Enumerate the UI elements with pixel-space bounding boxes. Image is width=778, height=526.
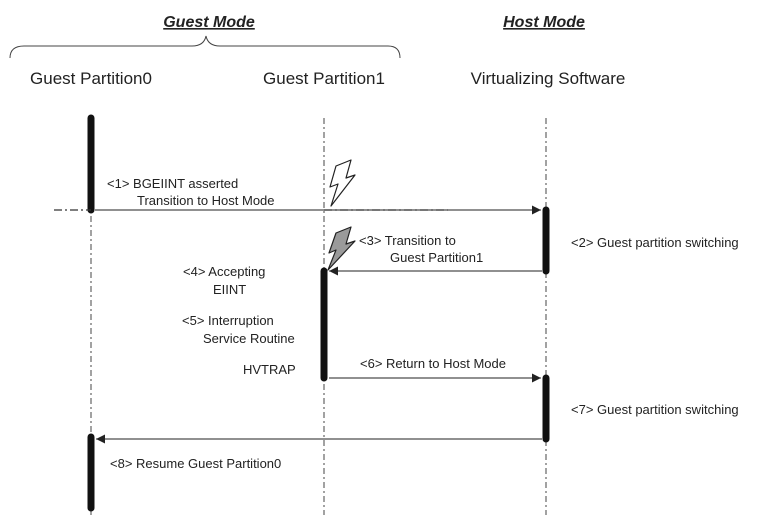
lane-title-virtualizing: Virtualizing Software xyxy=(471,69,626,88)
step-2: <2> Guest partition switching xyxy=(571,235,739,250)
step-4-line1: <4> Accepting xyxy=(183,264,265,279)
guest-mode-title: Guest Mode xyxy=(163,14,255,31)
host-mode-title: Host Mode xyxy=(503,14,585,31)
step-5-line1: <5> Interruption xyxy=(182,313,274,328)
step-5-line2: Service Routine xyxy=(203,331,295,346)
lane-title-partition0: Guest Partition0 xyxy=(30,69,152,88)
hvtrap-label: HVTRAP xyxy=(243,362,296,377)
step-3-line1: <3> Transition to xyxy=(359,233,456,248)
step-8: <8> Resume Guest Partition0 xyxy=(110,456,281,471)
lightning-bolt-icon xyxy=(329,159,356,207)
step-7: <7> Guest partition switching xyxy=(571,402,739,417)
step-4-line2: EIINT xyxy=(213,282,246,297)
guest-mode-brace xyxy=(9,35,401,59)
step-1-line2: Transition to Host Mode xyxy=(137,193,275,208)
step-6: <6> Return to Host Mode xyxy=(360,356,506,371)
step-1-line1: <1> BGEIINT asserted xyxy=(107,176,238,191)
lane-title-partition1: Guest Partition1 xyxy=(263,69,385,88)
lightning-bolt-icon xyxy=(327,226,356,271)
step-3-line2: Guest Partition1 xyxy=(390,250,483,265)
